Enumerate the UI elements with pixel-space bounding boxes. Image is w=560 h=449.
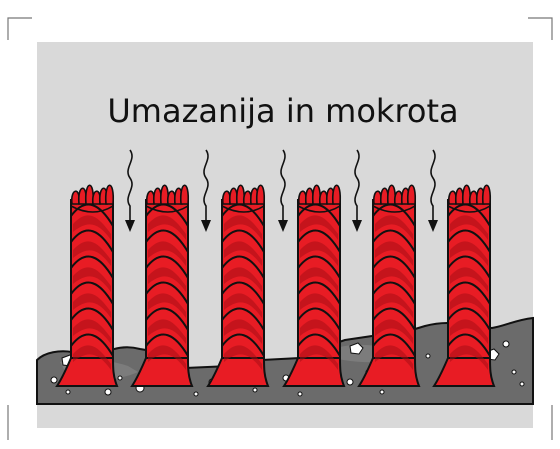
dirt-particle-icon (347, 379, 353, 385)
dirt-particle-icon (503, 341, 509, 347)
dirt-particle-icon (426, 354, 430, 358)
crop-mark-icon (8, 18, 32, 40)
dirt-particle-icon (520, 382, 524, 386)
dirt-particle-icon (66, 390, 70, 394)
dirt-particle-icon (105, 389, 111, 395)
dirt-particle-icon (118, 376, 122, 380)
dirt-particle-icon (253, 388, 257, 392)
dirt-particle-icon (298, 392, 302, 396)
dirt-particle-icon (194, 392, 198, 396)
crop-mark-icon (528, 18, 552, 40)
dirt-particle-icon (380, 390, 384, 394)
dirt-particle-icon (51, 377, 57, 383)
diagram-title: Umazanija in mokrota (107, 92, 458, 130)
dirt-particle-icon (512, 370, 516, 374)
